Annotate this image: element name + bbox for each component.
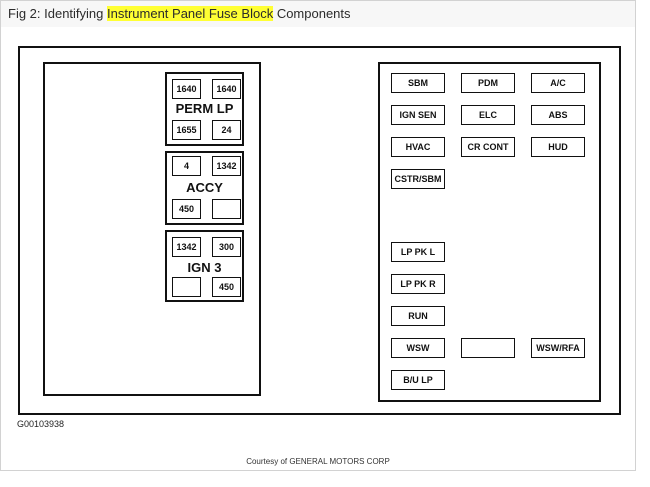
figure-caption-bar: Fig 2: Identifying Instrument Panel Fuse…	[0, 0, 636, 28]
fuse-abs: ABS	[531, 105, 585, 125]
fuse-accy-1: 4	[172, 156, 201, 176]
fuse-accy-2: 1342	[212, 156, 241, 176]
figure-id: G00103938	[17, 419, 65, 429]
fuse-group-accy: 4 1342 ACCY 450	[165, 151, 244, 225]
fuse-group-perm-lp: 1640 1640 PERM LP 1655 24	[165, 72, 244, 146]
fuse-block-outline	[18, 46, 621, 415]
fuse-group-ign-3: 1342 300 IGN 3 450	[165, 230, 244, 302]
fuse-pdm: PDM	[461, 73, 515, 93]
caption-highlight: Instrument Panel Fuse Block	[107, 6, 274, 21]
fuse-cr-cont: CR CONT	[461, 137, 515, 157]
caption-suffix: Components	[273, 6, 351, 21]
fuse-hvac: HVAC	[391, 137, 445, 157]
fuse-group-title: ACCY	[186, 180, 223, 195]
fuse-ign-3-1: 1342	[172, 237, 201, 257]
fuse-sbm: SBM	[391, 73, 445, 93]
fuse-wsw-rfa: WSW/RFA	[531, 338, 585, 358]
right-fuse-panel	[378, 62, 601, 402]
fuse-perm-lp-3: 1655	[172, 120, 201, 140]
fuse-ign-sen: IGN SEN	[391, 105, 445, 125]
fuse-ign-3-4: 450	[212, 277, 241, 297]
figure-frame	[0, 27, 636, 471]
fuse-group-title: PERM LP	[175, 101, 234, 116]
fuse-perm-lp-2: 1640	[212, 79, 241, 99]
fuse-hud: HUD	[531, 137, 585, 157]
fuse-ign-3-2: 300	[212, 237, 241, 257]
fuse-run: RUN	[391, 306, 445, 326]
courtesy-note: Courtesy of GENERAL MOTORS CORP	[246, 457, 390, 466]
fuse-accy-4	[212, 199, 241, 219]
caption-prefix: Fig 2: Identifying	[8, 6, 107, 21]
fuse-group-title: IGN 3	[187, 260, 222, 275]
fuse-ign-3-3	[172, 277, 201, 297]
fuse-blank-slot	[461, 338, 515, 358]
fuse-accy-3: 450	[172, 199, 201, 219]
fuse-ac: A/C	[531, 73, 585, 93]
fuse-lp-pk-l: LP PK L	[391, 242, 445, 262]
fuse-perm-lp-1: 1640	[172, 79, 201, 99]
fuse-perm-lp-4: 24	[212, 120, 241, 140]
left-fuse-panel	[43, 62, 261, 396]
fuse-bu-lp: B/U LP	[391, 370, 445, 390]
fuse-cstr-sbm: CSTR/SBM	[391, 169, 445, 189]
fuse-wsw: WSW	[391, 338, 445, 358]
fuse-lp-pk-r: LP PK R	[391, 274, 445, 294]
fuse-elc: ELC	[461, 105, 515, 125]
